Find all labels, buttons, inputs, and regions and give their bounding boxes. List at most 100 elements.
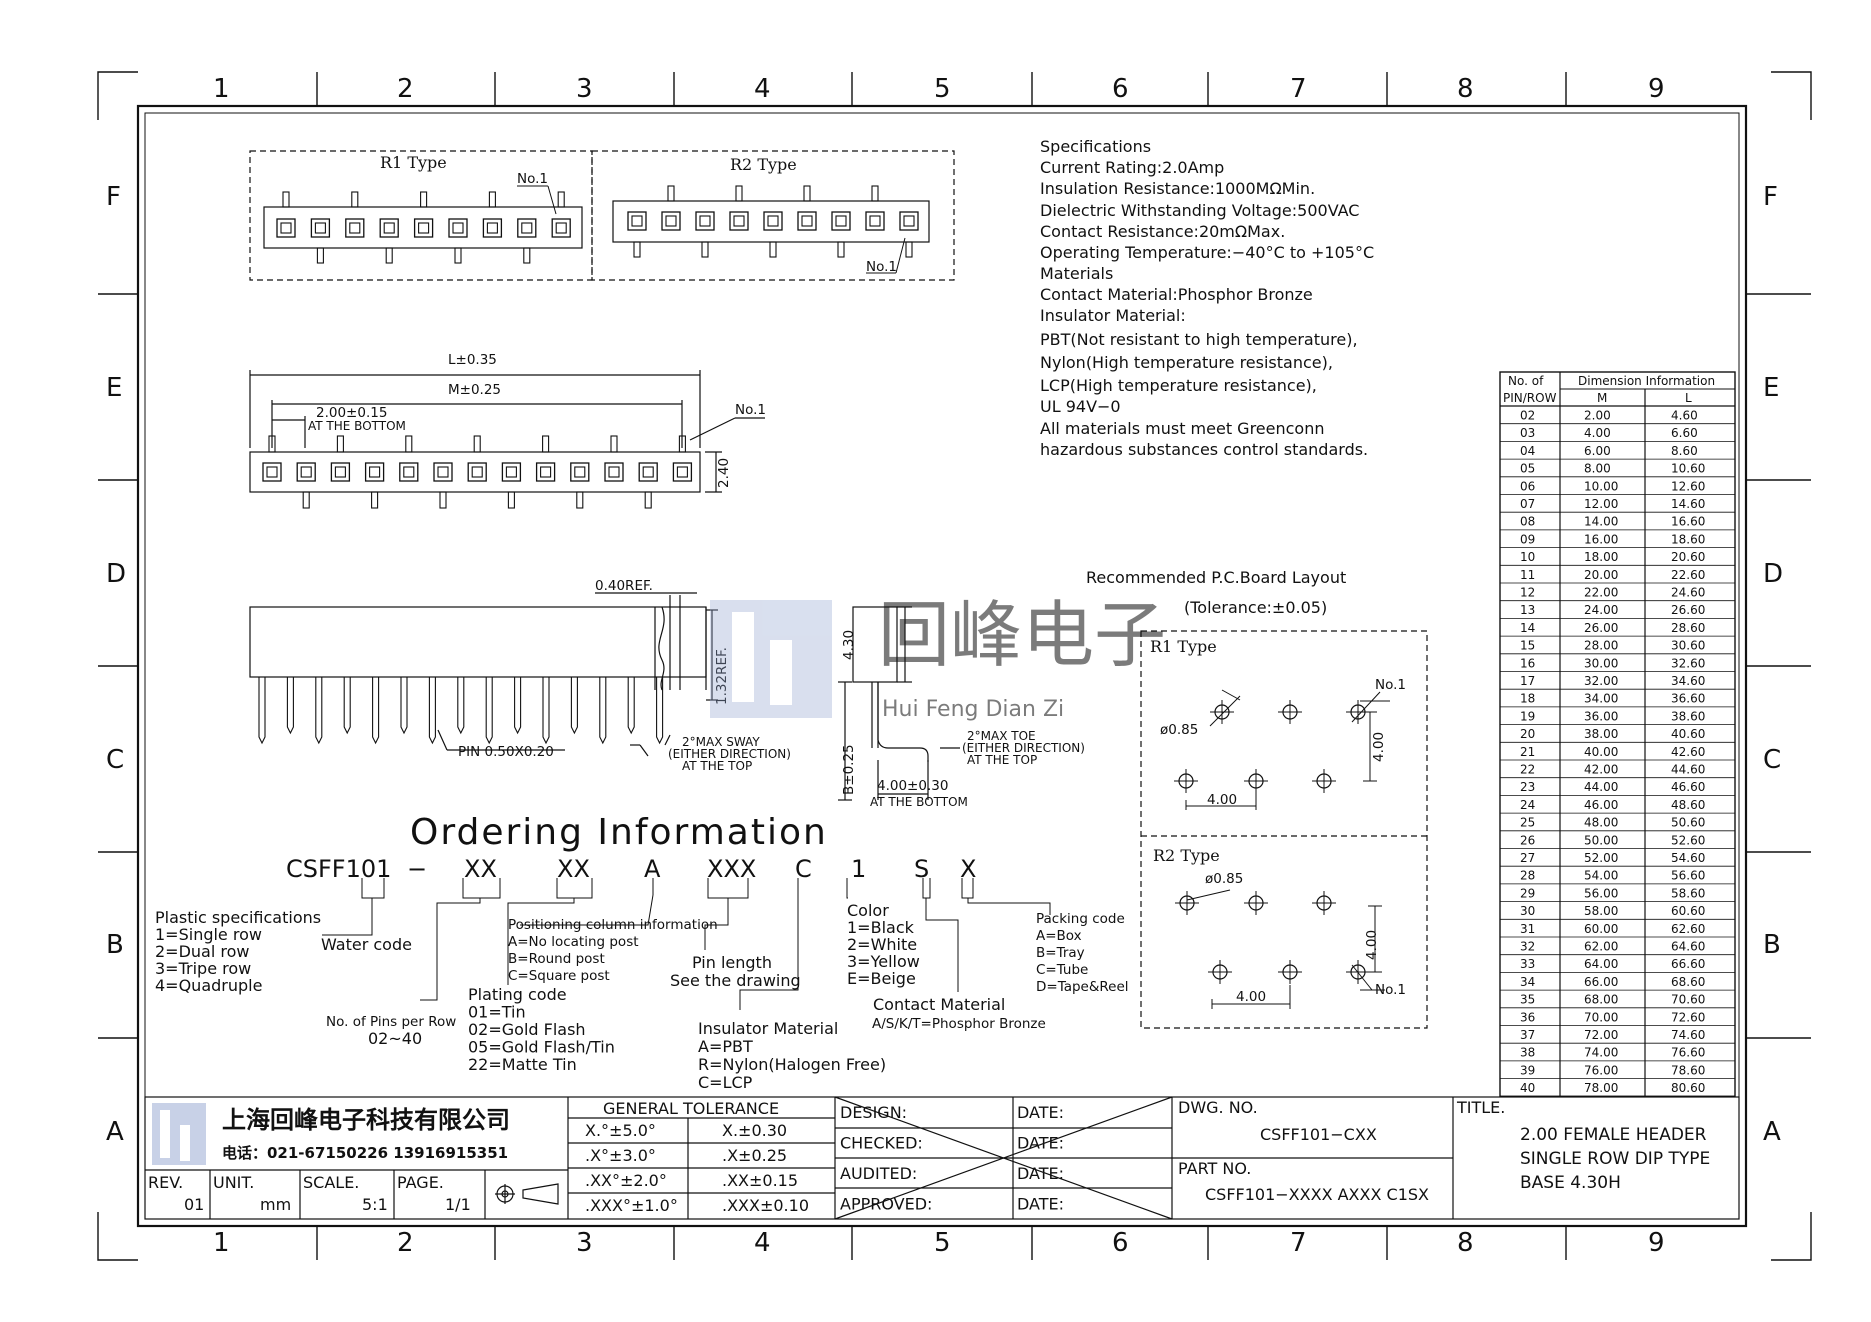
dim-row-l: 8.60 xyxy=(1671,444,1698,458)
dim-row-m: 66.00 xyxy=(1584,975,1618,989)
dim-row-pins: 09 xyxy=(1520,532,1535,546)
ord-positioning-line: A=No locating post xyxy=(508,934,639,950)
spec-line: Contact Resistance:20mΩMax. xyxy=(1040,222,1285,241)
ord-plastic-line: 1=Single row xyxy=(155,925,262,944)
pcb-r1-no1: No.1 xyxy=(1375,677,1406,693)
dim-row-l: 48.60 xyxy=(1671,798,1705,812)
dim-head-m: M xyxy=(1597,391,1607,405)
pcb-r1-pitch-x: 4.00 xyxy=(1207,792,1237,808)
dim-m: M±0.25 xyxy=(448,382,501,398)
date-label: DATE: xyxy=(1017,1134,1064,1153)
dim-row-l: 46.60 xyxy=(1671,780,1705,794)
dim-row-m: 8.00 xyxy=(1584,462,1611,476)
dim-row-m: 36.00 xyxy=(1584,709,1618,723)
role-label: CHECKED: xyxy=(840,1134,923,1153)
spec-line: All materials must meet Greenconn xyxy=(1040,419,1325,438)
tol-angle: .XXX°±1.0° xyxy=(585,1196,678,1215)
dim-row-pins: 35 xyxy=(1520,993,1535,1007)
dwg-label: DWG. NO. xyxy=(1178,1098,1258,1117)
at-bottom-2: AT THE BOTTOM xyxy=(870,795,968,809)
frame-col-label: 7 xyxy=(1290,74,1307,104)
dim-row-pins: 31 xyxy=(1520,922,1535,936)
title-label: TITLE. xyxy=(1456,1098,1505,1117)
ord-plating-line: 01=Tin xyxy=(468,1003,526,1022)
frame-row-label: B xyxy=(1763,930,1781,960)
title-line: 2.00 FEMALE HEADER xyxy=(1520,1125,1707,1145)
sway-line3: AT THE TOP xyxy=(682,759,752,773)
frame-col-label: 8 xyxy=(1457,1228,1474,1258)
ordering-title: Ordering Information xyxy=(410,812,828,853)
dim-pitch: 2.00±0.15 xyxy=(316,405,387,421)
pcb-r1-hole: ø0.85 xyxy=(1160,722,1198,738)
spec-line: Contact Material:Phosphor Bronze xyxy=(1040,285,1313,304)
dim-row-l: 80.60 xyxy=(1671,1081,1705,1095)
dim-row-pins: 30 xyxy=(1520,904,1535,918)
tol-linear: .XX±0.15 xyxy=(722,1171,798,1190)
dim-row-l: 74.60 xyxy=(1671,1028,1705,1042)
frame-col-label: 1 xyxy=(213,74,230,104)
dim-row-l: 38.60 xyxy=(1671,709,1705,723)
ord-plastic-line: 3=Tripe row xyxy=(155,959,251,978)
ord-plating-line: 22=Matte Tin xyxy=(468,1055,577,1074)
dim-row-m: 26.00 xyxy=(1584,621,1618,635)
dim-row-l: 76.60 xyxy=(1671,1046,1705,1060)
dim-row-l: 34.60 xyxy=(1671,674,1705,688)
spec-line: Materials xyxy=(1040,264,1113,283)
pcb-r2-hole: ø0.85 xyxy=(1205,871,1243,887)
frame-col-label: 7 xyxy=(1290,1228,1307,1258)
dim-row-m: 44.00 xyxy=(1584,780,1618,794)
ord-color-line: Color xyxy=(847,901,889,920)
ord-water: Water code xyxy=(321,935,412,954)
r1-no1-label: No.1 xyxy=(517,171,548,187)
spec-line: Operating Temperature:−40°C to +105°C xyxy=(1040,243,1374,262)
frame-col-label: 1 xyxy=(213,1228,230,1258)
role-label: APPROVED: xyxy=(840,1195,932,1214)
dim-row-l: 36.60 xyxy=(1671,692,1705,706)
dim-row-l: 40.60 xyxy=(1671,727,1705,741)
scale-label: SCALE. xyxy=(303,1173,359,1192)
frame-row-label: A xyxy=(1763,1117,1781,1147)
tol-angle: .X°±3.0° xyxy=(585,1146,656,1165)
company-name: 上海回峰电子科技有限公司 xyxy=(222,1106,510,1134)
frame-row-label: C xyxy=(106,745,124,775)
dim-row-m: 4.00 xyxy=(1584,426,1611,440)
frame-col-label: 6 xyxy=(1112,74,1129,104)
dim-row-m: 32.00 xyxy=(1584,674,1618,688)
code-part: XX xyxy=(557,855,590,883)
dim-row-pins: 11 xyxy=(1520,568,1535,582)
ord-positioning-line: C=Square post xyxy=(508,968,610,984)
title-line: BASE 4.30H xyxy=(1520,1173,1621,1193)
r2-type-label: R2 Type xyxy=(730,155,797,174)
dim-row-l: 10.60 xyxy=(1671,462,1705,476)
dim-row-m: 56.00 xyxy=(1584,886,1618,900)
rev-label: REV. xyxy=(148,1173,183,1192)
spec-line: Nylon(High temperature resistance), xyxy=(1040,353,1333,372)
dim-row-l: 60.60 xyxy=(1671,904,1705,918)
ord-pinlen-line: See the drawing xyxy=(670,971,801,990)
spec-line: Current Rating:2.0Amp xyxy=(1040,158,1224,177)
dim-row-m: 28.00 xyxy=(1584,639,1618,653)
unit-label: UNIT. xyxy=(213,1173,254,1192)
ref-040: 0.40REF. xyxy=(595,578,653,594)
toe-line1: 2°MAX TOE xyxy=(967,729,1036,743)
ord-color-line: 1=Black xyxy=(847,918,915,937)
dim-row-l: 22.60 xyxy=(1671,568,1705,582)
dim-row-m: 24.00 xyxy=(1584,603,1618,617)
tol-linear: .XXX±0.10 xyxy=(722,1196,809,1215)
dim-row-l: 64.60 xyxy=(1671,940,1705,954)
ord-packing-line: Packing code xyxy=(1036,911,1125,927)
dim-row-m: 68.00 xyxy=(1584,993,1618,1007)
frame-col-label: 5 xyxy=(934,74,951,104)
pcb-r1-pitch-y: 4.00 xyxy=(1371,732,1387,762)
watermark-logo xyxy=(710,600,832,718)
pcb-r2-pitch-y: 4.00 xyxy=(1364,930,1380,960)
pcb-r2-no1: No.1 xyxy=(1375,982,1406,998)
ord-packing-line: A=Box xyxy=(1036,928,1082,944)
frame-col-label: 4 xyxy=(754,1228,771,1258)
dim-row-m: 20.00 xyxy=(1584,568,1618,582)
dim-row-pins: 23 xyxy=(1520,780,1535,794)
spec-line: Dielectric Withstanding Voltage:500VAC xyxy=(1040,201,1359,220)
spec-line: Insulator Material: xyxy=(1040,306,1186,325)
dim-row-m: 22.00 xyxy=(1584,586,1618,600)
